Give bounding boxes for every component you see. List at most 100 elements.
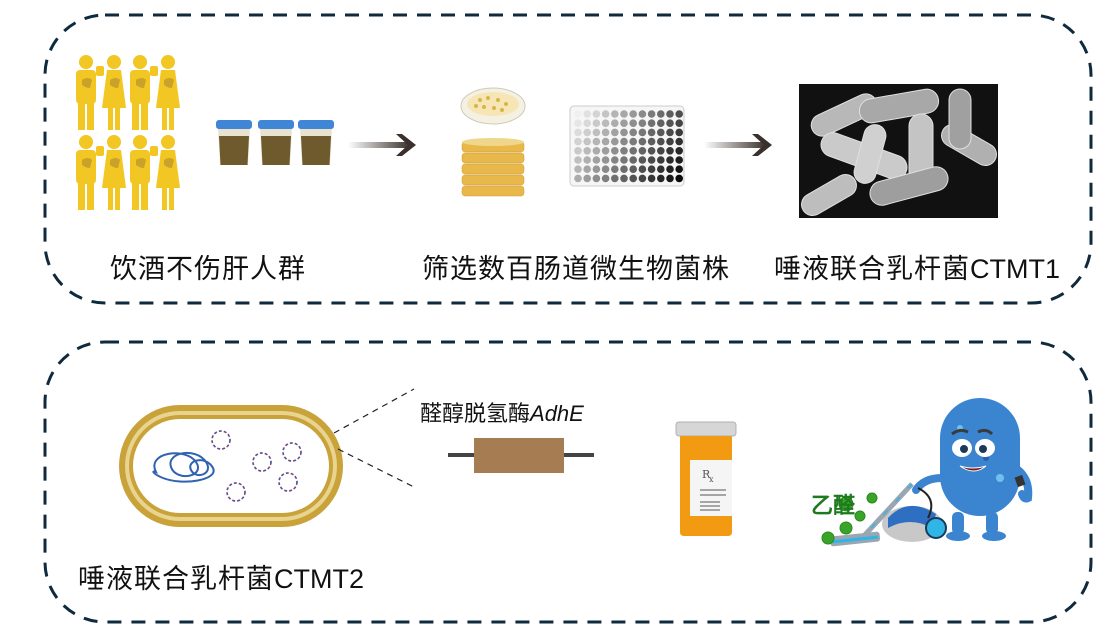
well — [583, 174, 591, 183]
zoom-lines — [333, 388, 415, 488]
well — [601, 156, 610, 164]
well — [638, 137, 647, 146]
well — [675, 110, 683, 118]
cell-label-strain: CTMT2 — [274, 564, 364, 594]
mascot-vacuum-icon — [821, 398, 1033, 547]
well — [592, 119, 601, 127]
well — [601, 174, 610, 183]
well — [647, 110, 656, 118]
well — [638, 147, 647, 155]
well — [666, 119, 674, 127]
well — [574, 119, 582, 127]
well — [638, 128, 647, 137]
step3-label: 唾液联合乳杆菌CTMT1 — [774, 247, 1060, 286]
well — [657, 174, 665, 183]
well — [629, 147, 637, 155]
people-drinking-icon — [76, 55, 180, 210]
well — [638, 119, 647, 127]
well — [657, 156, 665, 164]
well — [601, 137, 610, 146]
enzyme-label-cn: 醛醇脱氢酶 — [420, 402, 531, 427]
arrow-right-icon — [704, 134, 772, 156]
enzyme-gene-name: AdhE — [530, 401, 584, 426]
well — [675, 156, 683, 164]
well — [592, 137, 601, 146]
well — [574, 110, 582, 118]
well — [592, 174, 601, 183]
well — [675, 165, 683, 173]
bacteria-micrograph-icon — [799, 84, 998, 218]
well — [647, 156, 656, 164]
well — [574, 165, 582, 173]
well — [583, 156, 591, 164]
well — [611, 128, 619, 137]
well — [583, 137, 591, 146]
well — [611, 156, 619, 164]
well — [675, 128, 683, 137]
well — [620, 147, 628, 155]
well — [574, 174, 582, 183]
well — [601, 147, 610, 155]
enzyme-label: 醛醇脱氢酶AdhE — [420, 396, 584, 428]
well — [666, 147, 674, 155]
well — [638, 174, 647, 183]
cell-label: 唾液联合乳杆菌CTMT2 — [78, 557, 364, 596]
well — [620, 165, 628, 173]
well — [592, 147, 601, 155]
well — [611, 137, 619, 146]
well — [675, 147, 683, 155]
well — [629, 119, 637, 127]
well — [592, 156, 601, 164]
well — [629, 174, 637, 183]
well — [657, 119, 665, 127]
well — [629, 110, 637, 118]
well — [620, 110, 628, 118]
gene-block-icon — [448, 438, 594, 473]
well — [592, 128, 601, 137]
well — [666, 174, 674, 183]
well-plate-icon — [569, 105, 685, 187]
pill-bottle-icon: R x — [675, 421, 737, 536]
well — [574, 147, 582, 155]
petri-dish-icon — [460, 87, 526, 197]
step3-label-strain: CTMT1 — [970, 254, 1060, 284]
well — [601, 165, 610, 173]
well — [611, 110, 619, 118]
well — [638, 165, 647, 173]
well — [666, 165, 674, 173]
well — [666, 110, 674, 118]
well — [629, 165, 637, 173]
well — [592, 165, 601, 173]
well — [592, 110, 601, 118]
rx-subscript: x — [709, 475, 714, 484]
well — [629, 128, 637, 137]
well — [601, 110, 610, 118]
rx-symbol: R — [702, 468, 711, 481]
step3-label-cn: 唾液联合乳杆菌 — [774, 254, 970, 285]
well — [620, 137, 628, 146]
well — [629, 156, 637, 164]
well — [647, 174, 656, 183]
well — [620, 119, 628, 127]
well — [629, 137, 637, 146]
well — [657, 128, 665, 137]
well — [620, 128, 628, 137]
well — [638, 110, 647, 118]
arrow-right-icon — [348, 134, 416, 156]
acetaldehyde-label: 乙醛 — [811, 494, 856, 519]
well — [657, 137, 665, 146]
well — [666, 128, 674, 137]
well — [601, 128, 610, 137]
well — [657, 165, 665, 173]
well — [583, 110, 591, 118]
well — [666, 137, 674, 146]
bacterial-cell-icon — [119, 405, 343, 527]
well — [620, 174, 628, 183]
well — [574, 128, 582, 137]
well — [675, 119, 683, 127]
well — [611, 165, 619, 173]
well — [657, 147, 665, 155]
well — [583, 165, 591, 173]
well — [611, 147, 619, 155]
well — [611, 174, 619, 183]
